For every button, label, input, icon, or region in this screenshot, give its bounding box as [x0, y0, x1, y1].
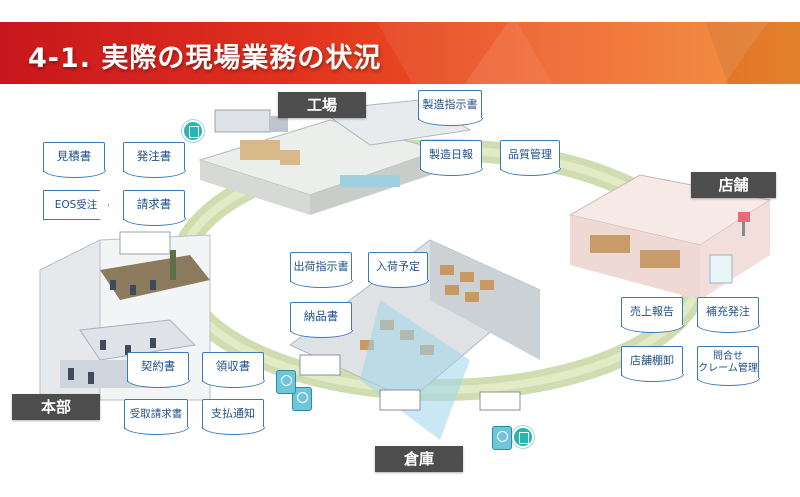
doc-eos-order: EOS受注	[43, 190, 109, 220]
device-icon	[492, 426, 512, 450]
doc-replenishment-order: 補充発注	[696, 297, 760, 333]
doc-received-invoice: 受取請求書	[123, 399, 189, 435]
label-headquarters: 本部	[12, 394, 100, 420]
label-factory: 工場	[278, 92, 366, 118]
building-icon	[182, 120, 204, 142]
doc-arrival-schedule: 入荷予定	[367, 252, 429, 288]
doc-invoice: 請求書	[122, 190, 186, 226]
doc-sales-report: 売上報告	[620, 297, 684, 333]
page-title: 4-1. 実際の現場業務の状況	[28, 43, 382, 74]
label-warehouse: 倉庫	[375, 446, 463, 472]
doc-receipt: 領収書	[201, 352, 265, 388]
device-icon	[292, 387, 312, 411]
doc-quality-control: 品質管理	[499, 140, 561, 176]
building-icon	[512, 426, 534, 448]
label-store: 店舗	[691, 172, 776, 198]
doc-store-inventory: 店舗棚卸	[620, 346, 684, 382]
doc-payment-notice: 支払通知	[201, 399, 265, 435]
doc-inquiry-line1: 問合せ	[713, 351, 743, 362]
doc-shipping-instruction: 出荷指示書	[289, 252, 353, 288]
device-icon	[276, 370, 296, 394]
doc-manufacturing-instruction: 製造指示書	[417, 90, 483, 126]
doc-manufacturing-report: 製造日報	[419, 140, 483, 176]
warehouse-building	[289, 239, 541, 440]
doc-inquiry-line2: クレーム管理	[698, 363, 758, 374]
doc-inquiry-claim: 問合せ クレーム管理	[696, 346, 760, 386]
doc-estimate: 見積書	[42, 142, 106, 178]
doc-contract: 契約書	[126, 352, 190, 388]
doc-purchase-order: 発注書	[122, 142, 186, 178]
factory-building	[198, 99, 472, 215]
doc-delivery-note: 納品書	[289, 302, 353, 338]
title-banner	[0, 22, 800, 84]
